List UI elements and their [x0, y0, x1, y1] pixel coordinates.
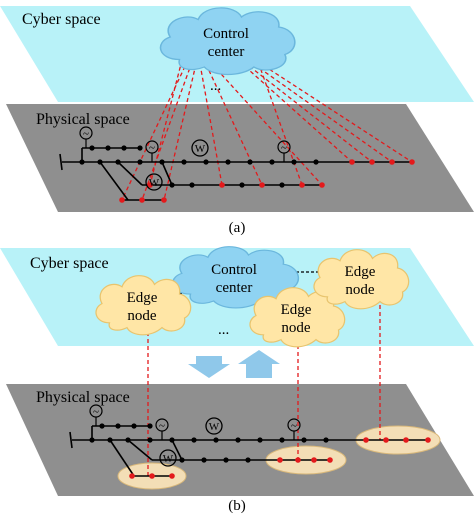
monitored-nodes-b — [129, 437, 431, 479]
generator-icon: ~ — [145, 140, 159, 162]
control-center-a-line2: center — [208, 44, 245, 60]
generator-icon: ~ — [277, 140, 291, 162]
exchange-arrows — [188, 350, 280, 378]
physical-label-a: Physical space — [36, 111, 130, 128]
cyber-label-a: Cyber space — [22, 11, 101, 28]
control-center-a-line1: Control — [203, 26, 249, 42]
wind-turbine-icon: W — [191, 139, 209, 157]
control-center-b: Control center — [172, 245, 300, 309]
generator-symbol: ~ — [93, 406, 99, 418]
caption-b: (b) — [228, 498, 246, 514]
wind-symbol: W — [163, 453, 174, 465]
edge-node-left-line2: node — [127, 308, 157, 324]
cyber-label-b: Cyber space — [30, 255, 109, 272]
generator-icon: ~ — [155, 418, 169, 440]
wind-turbine-icon: W — [205, 417, 223, 435]
generator-symbol: ~ — [281, 142, 287, 154]
wind-symbol: W — [209, 421, 220, 433]
physical-plane-a — [6, 104, 474, 212]
generator-symbol: ~ — [83, 128, 89, 140]
edge-node-left-line1: Edge — [127, 290, 158, 306]
generator-icon: ~ — [79, 126, 93, 148]
arrow-up-icon — [238, 350, 280, 378]
caption-a: (a) — [229, 220, 246, 236]
generator-symbol: ~ — [291, 420, 297, 432]
dots-b: ... — [218, 322, 229, 338]
edge-node-right-line1: Edge — [345, 264, 376, 280]
edge-node-right-line2: node — [345, 282, 375, 298]
monitored-nodes-a — [119, 159, 415, 203]
generator-symbol: ~ — [159, 420, 165, 432]
generator-symbol: ~ — [149, 142, 155, 154]
edge-node-mid: Edge node — [249, 287, 346, 348]
control-center-a: Control center — [159, 7, 296, 76]
wind-symbol: W — [195, 143, 206, 155]
arrow-down-icon — [188, 356, 230, 378]
wind-turbine-icon: W — [159, 449, 177, 467]
control-center-b-line2: center — [216, 280, 253, 296]
edge-node-right: Edge node — [313, 249, 410, 310]
wind-symbol: W — [149, 177, 160, 189]
generator-icon: ~ — [89, 404, 103, 426]
grid-nodes-b — [89, 423, 329, 463]
wind-turbine-icon: W — [145, 173, 163, 191]
grid-nodes-a — [79, 145, 319, 188]
edge-node-left: Edge node — [95, 275, 192, 336]
physical-label-b: Physical space — [36, 389, 130, 406]
control-center-b-line1: Control — [211, 262, 257, 278]
edge-node-mid-line2: node — [281, 320, 311, 336]
dots-a: ... — [210, 78, 221, 94]
edge-node-mid-line1: Edge — [281, 302, 312, 318]
generator-icon: ~ — [287, 418, 301, 440]
